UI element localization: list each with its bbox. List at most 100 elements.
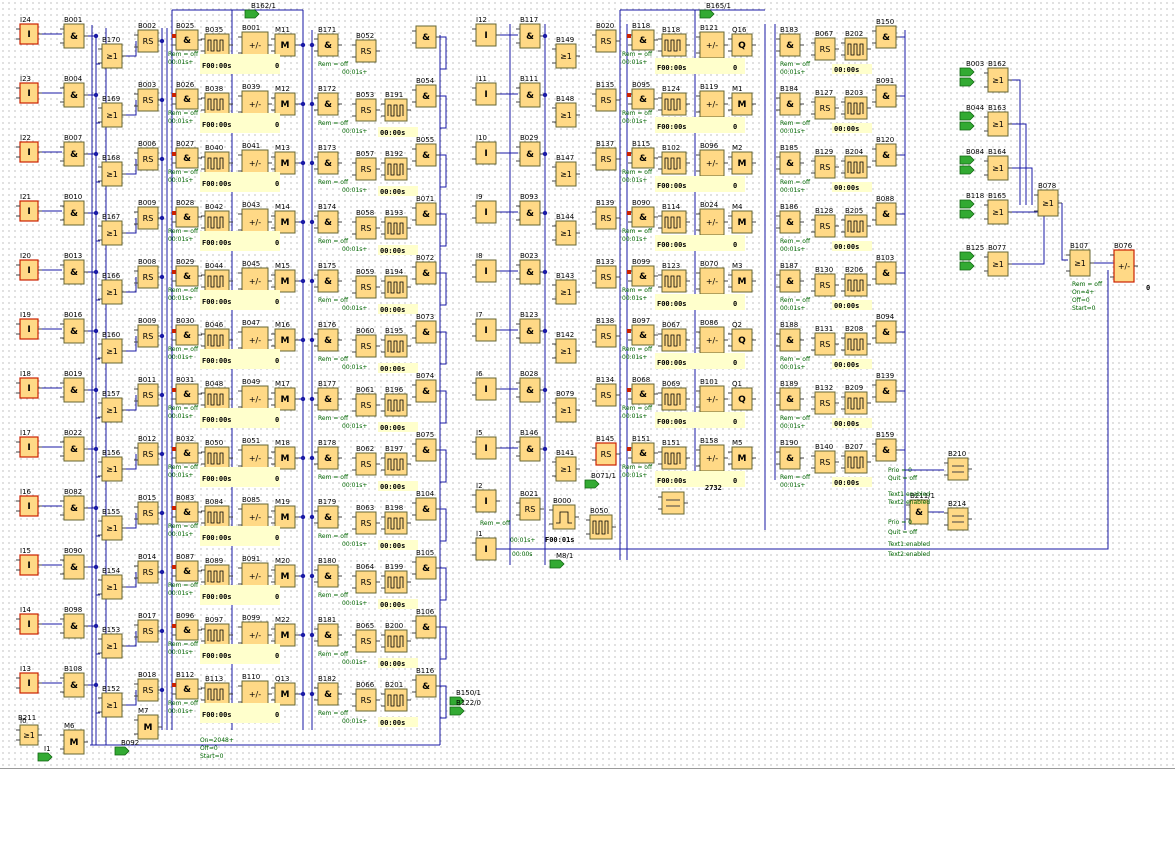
- left-row-6-and-out[interactable]: B073&: [412, 313, 440, 344]
- left-row-9-and2[interactable]: B083&: [172, 494, 202, 523]
- right-row-7-pulse[interactable]: B069: [658, 380, 690, 411]
- right-row-3-updown[interactable]: B096+/-: [696, 142, 728, 177]
- connector-flag[interactable]: [959, 77, 975, 87]
- right-row-6-and-out[interactable]: B094&: [872, 313, 900, 344]
- left-row-9-updown-body[interactable]: [241, 503, 269, 531]
- right-row-5-memory[interactable]: M3M: [728, 262, 756, 293]
- left-row-3-and3[interactable]: B173&: [314, 144, 342, 175]
- left-row-1-updown[interactable]: B001+/-: [238, 24, 272, 59]
- left-row-7-and-out[interactable]: B074&: [412, 372, 440, 403]
- left-row-8-and-out[interactable]: B075&: [412, 431, 440, 462]
- right-row-4-and[interactable]: B093&: [516, 193, 544, 226]
- or-tree-b077[interactable]: B077≥1: [984, 244, 1012, 277]
- left-row-6-pulse-out[interactable]: B195: [381, 327, 411, 358]
- or-tree-b164[interactable]: B164≥1: [984, 148, 1012, 181]
- right-row-2-pulse-out[interactable]: B203: [841, 89, 871, 120]
- left-row-12-updown[interactable]: B110+/-: [238, 673, 272, 708]
- right-row-8-input[interactable]: I5I: [472, 429, 500, 460]
- right-row-7-or[interactable]: B079≥1: [552, 390, 580, 423]
- right-row-5-and-out[interactable]: B103&: [872, 254, 900, 285]
- connector-flag[interactable]: [449, 696, 465, 706]
- lower-message-block[interactable]: [658, 491, 688, 515]
- left-row-12-and3[interactable]: B182&: [314, 675, 342, 706]
- right-row-4-input[interactable]: I9I: [472, 193, 500, 224]
- left-row-10-and3[interactable]: B180&: [314, 557, 342, 588]
- left-row-1-and-out[interactable]: &: [412, 25, 440, 49]
- left-row-4-and[interactable]: B010&: [60, 193, 88, 226]
- left-row-6-or[interactable]: B160≥1: [98, 331, 126, 364]
- or-tree-input-3[interactable]: B084: [959, 148, 985, 165]
- left-row-10-pulse[interactable]: B089: [201, 557, 233, 588]
- right-row-2-memory[interactable]: M1M: [728, 85, 756, 116]
- left-row-8-and3[interactable]: B178&: [314, 439, 342, 470]
- left-row-5-and[interactable]: B013&: [60, 252, 88, 285]
- updown-counter-b076[interactable]: B076+/-: [1110, 242, 1138, 283]
- left-row-2-and2[interactable]: B026&: [172, 81, 202, 110]
- left-row-5-or[interactable]: B166≥1: [98, 272, 126, 305]
- left-row-4-or[interactable]: B167≥1: [98, 213, 126, 246]
- right-row-3-memory[interactable]: M2M: [728, 144, 756, 175]
- connector-flag[interactable]: [549, 559, 565, 569]
- left-row-7-and3[interactable]: B177&: [314, 380, 342, 411]
- left-row-5-and-out[interactable]: B072&: [412, 254, 440, 285]
- right-row-5-input[interactable]: I8I: [472, 252, 500, 283]
- or-tree-final[interactable]: B078≥1: [1034, 182, 1062, 217]
- left-row-8-and[interactable]: B022&: [60, 429, 88, 462]
- left-row-11-and3[interactable]: B181&: [314, 616, 342, 647]
- lower-connector-b071[interactable]: B071/1: [584, 472, 616, 489]
- left-row-9-and3[interactable]: B179&: [314, 498, 342, 529]
- left-row-5-updown[interactable]: B045+/-: [238, 260, 272, 295]
- right-row-8-and-out[interactable]: B159&: [872, 431, 900, 462]
- bottom-connector-i1[interactable]: I1: [37, 745, 53, 762]
- left-row-11-and-out[interactable]: B106&: [412, 608, 440, 639]
- or-tree-input-5[interactable]: B125: [959, 244, 984, 261]
- or-tree-b163[interactable]: B163≥1: [984, 104, 1012, 137]
- left-row-5-and2[interactable]: B029&: [172, 258, 202, 287]
- right-row-2-and2[interactable]: B095&: [628, 81, 658, 110]
- connector-flag[interactable]: [959, 261, 975, 271]
- left-row-6-pulse[interactable]: B046: [201, 321, 233, 352]
- right-row-8-and3[interactable]: B190&: [776, 439, 804, 470]
- left-row-4-pulse-out[interactable]: B193: [381, 209, 411, 240]
- right-row-8-or[interactable]: B141≥1: [552, 449, 580, 482]
- left-row-7-pulse[interactable]: B048: [201, 380, 233, 411]
- left-row-12-and[interactable]: B108&: [60, 665, 88, 698]
- left-row-3-updown[interactable]: B041+/-: [238, 142, 272, 177]
- left-row-1-or[interactable]: B170≥1: [98, 36, 126, 69]
- left-row-5-pulse-out[interactable]: B194: [381, 268, 411, 299]
- left-row-11-and[interactable]: B098&: [60, 606, 88, 639]
- right-row-7-pulse-out[interactable]: B209: [841, 384, 871, 415]
- right-row-8-and[interactable]: B146&: [516, 429, 544, 462]
- left-row-1-and[interactable]: B001&: [60, 16, 88, 49]
- left-row-3-pulse[interactable]: B040: [201, 144, 233, 175]
- lower-timer-b000[interactable]: B000: [549, 497, 579, 530]
- right-row-6-and3[interactable]: B188&: [776, 321, 804, 352]
- or-tree-input-b-2[interactable]: [959, 121, 975, 131]
